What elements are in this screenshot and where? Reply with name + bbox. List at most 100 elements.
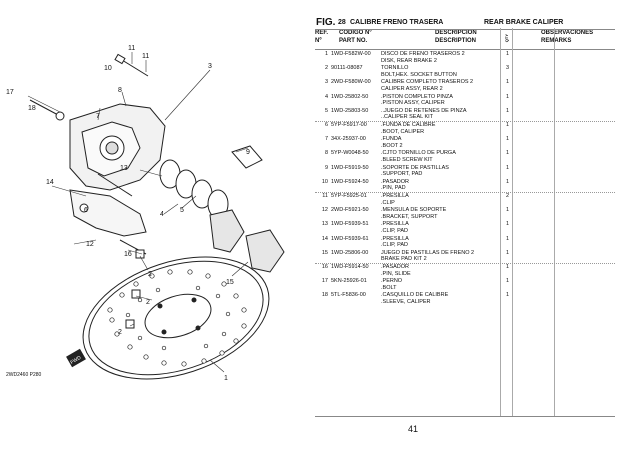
callout-2c: 2 xyxy=(118,329,122,336)
description-es: .PERNO xyxy=(381,278,403,285)
callout-2a: 2 xyxy=(148,271,152,278)
description-en: .BLEED SCREW KIT xyxy=(381,156,433,163)
ref-number: 3 xyxy=(324,79,328,86)
part-number: 1WD-F5924-50 xyxy=(331,178,369,185)
col-ref-2: Nº xyxy=(315,38,322,44)
description-en: .BRACKET, SUPPORT xyxy=(381,213,438,220)
table-bottom-border xyxy=(315,416,615,417)
description-es: .PRESILLA xyxy=(381,235,409,242)
ref-number: 9 xyxy=(324,164,328,171)
callout-16: 16 xyxy=(124,251,132,258)
qty-col-divider-right xyxy=(512,28,513,416)
qty-col-divider-left xyxy=(500,28,501,416)
quantity: 1 xyxy=(506,249,510,256)
ref-number: 14 xyxy=(321,235,328,242)
support-bracket xyxy=(69,189,147,237)
callout-11a: 11 xyxy=(128,45,135,52)
description-es: DISCO DE FRENO TRASEROS 2 xyxy=(381,51,465,57)
quantity: 1 xyxy=(506,122,510,128)
ref-number: 12 xyxy=(321,207,328,214)
description-es: .PRESILLA xyxy=(381,221,409,228)
callout-3: 3 xyxy=(208,63,212,70)
description-es: .CJTO TORNILLO DE PURGA xyxy=(381,150,456,157)
quantity: 1 xyxy=(506,150,510,157)
description-es: TORNILLO xyxy=(381,65,409,72)
ref-number: 10 xyxy=(321,178,328,185)
quantity: 1 xyxy=(506,107,510,114)
ref-number: 1 xyxy=(324,51,328,57)
part-number: 1WD-F5939-51 xyxy=(331,221,369,228)
description-en: .PIN, PAD xyxy=(381,185,406,192)
description-en: .CLIP, PAD xyxy=(381,242,409,249)
figure-header: FIG. 28 CALIBRE FRENO TRASERA REAR BRAKE… xyxy=(316,17,616,31)
description-en: .SUPPORT, PAD xyxy=(381,171,423,178)
col-qty: QTY xyxy=(504,34,509,43)
col-ref-1: REF. xyxy=(315,30,329,36)
col-desc-2: DESCRIPTION xyxy=(435,38,477,44)
description-es: .FUNDA xyxy=(381,136,402,143)
callout-18: 18 xyxy=(28,105,36,112)
quantity: 1 xyxy=(506,278,510,285)
ref-number: 17 xyxy=(321,278,328,285)
diagram-caption: 2WD2460 P280 xyxy=(6,372,42,378)
title-english: REAR BRAKE CALIPER xyxy=(484,19,564,26)
description-en: CALIPER ASSY, REAR 2 xyxy=(381,85,443,92)
callout-9: 9 xyxy=(246,149,250,156)
part-number: 5YP-F5925-01 xyxy=(331,193,367,199)
leader-lines xyxy=(27,52,249,373)
description-en: .PIN, SLIDE xyxy=(381,270,411,277)
piston-set xyxy=(159,159,229,219)
part-number: 2WD-F580W-00 xyxy=(331,79,371,86)
ref-number: 7 xyxy=(324,136,328,143)
description-en: DISK, REAR BRAKE 2 xyxy=(381,57,437,64)
fig-label: FIG. xyxy=(316,17,336,28)
description-en: .BOOT, CALIPER xyxy=(381,128,425,135)
description-es: .SOPORTE DE PASTILLAS xyxy=(381,164,449,171)
quantity: 1 xyxy=(506,207,510,214)
callout-2b: 2 xyxy=(146,299,150,306)
ref-number: 11 xyxy=(322,193,328,199)
part-number: 1WD-25802-50 xyxy=(331,93,369,100)
ref-number: 13 xyxy=(321,221,328,228)
callout-13: 13 xyxy=(120,165,128,172)
description-es: ..JUEGO DE RETENES DE PINZA xyxy=(381,107,467,114)
caliper-body xyxy=(69,103,166,191)
table-top-border xyxy=(315,29,615,30)
description-en: .BOLT xyxy=(381,284,397,291)
part-number: 5KN-25926-01 xyxy=(331,278,367,285)
description-es: .CASQUILLO DE CALIBRE xyxy=(381,292,449,299)
callout-4: 4 xyxy=(160,211,164,218)
callout-8: 8 xyxy=(118,87,122,94)
quantity: 3 xyxy=(506,65,510,72)
quantity: 1 xyxy=(506,136,510,143)
description-es: JUEGO DE PASTILLAS DE FRENO 2 xyxy=(381,249,475,256)
page-number: 41 xyxy=(408,424,419,434)
ref-number: 15 xyxy=(321,249,328,256)
part-number: 2WD-F5921-50 xyxy=(331,207,369,214)
ref-number: 6 xyxy=(324,122,328,128)
callout-12: 12 xyxy=(86,241,94,248)
part-number: 90111-08087 xyxy=(331,65,363,72)
part-number: 1WD-F5919-50 xyxy=(331,164,369,171)
description-es: .PRESILLA xyxy=(381,193,409,199)
quantity: 1 xyxy=(506,51,510,57)
description-en: .SLEEVE, CALIPER xyxy=(381,298,431,305)
description-es: .MENSULA DE SOPORTE xyxy=(381,207,447,214)
brake-disc xyxy=(82,256,270,380)
quantity: 1 xyxy=(506,164,510,171)
description-es: .PASADOR xyxy=(381,264,410,270)
ref-number: 4 xyxy=(324,93,328,100)
col-code-1: CODIGO Nº xyxy=(339,30,372,36)
